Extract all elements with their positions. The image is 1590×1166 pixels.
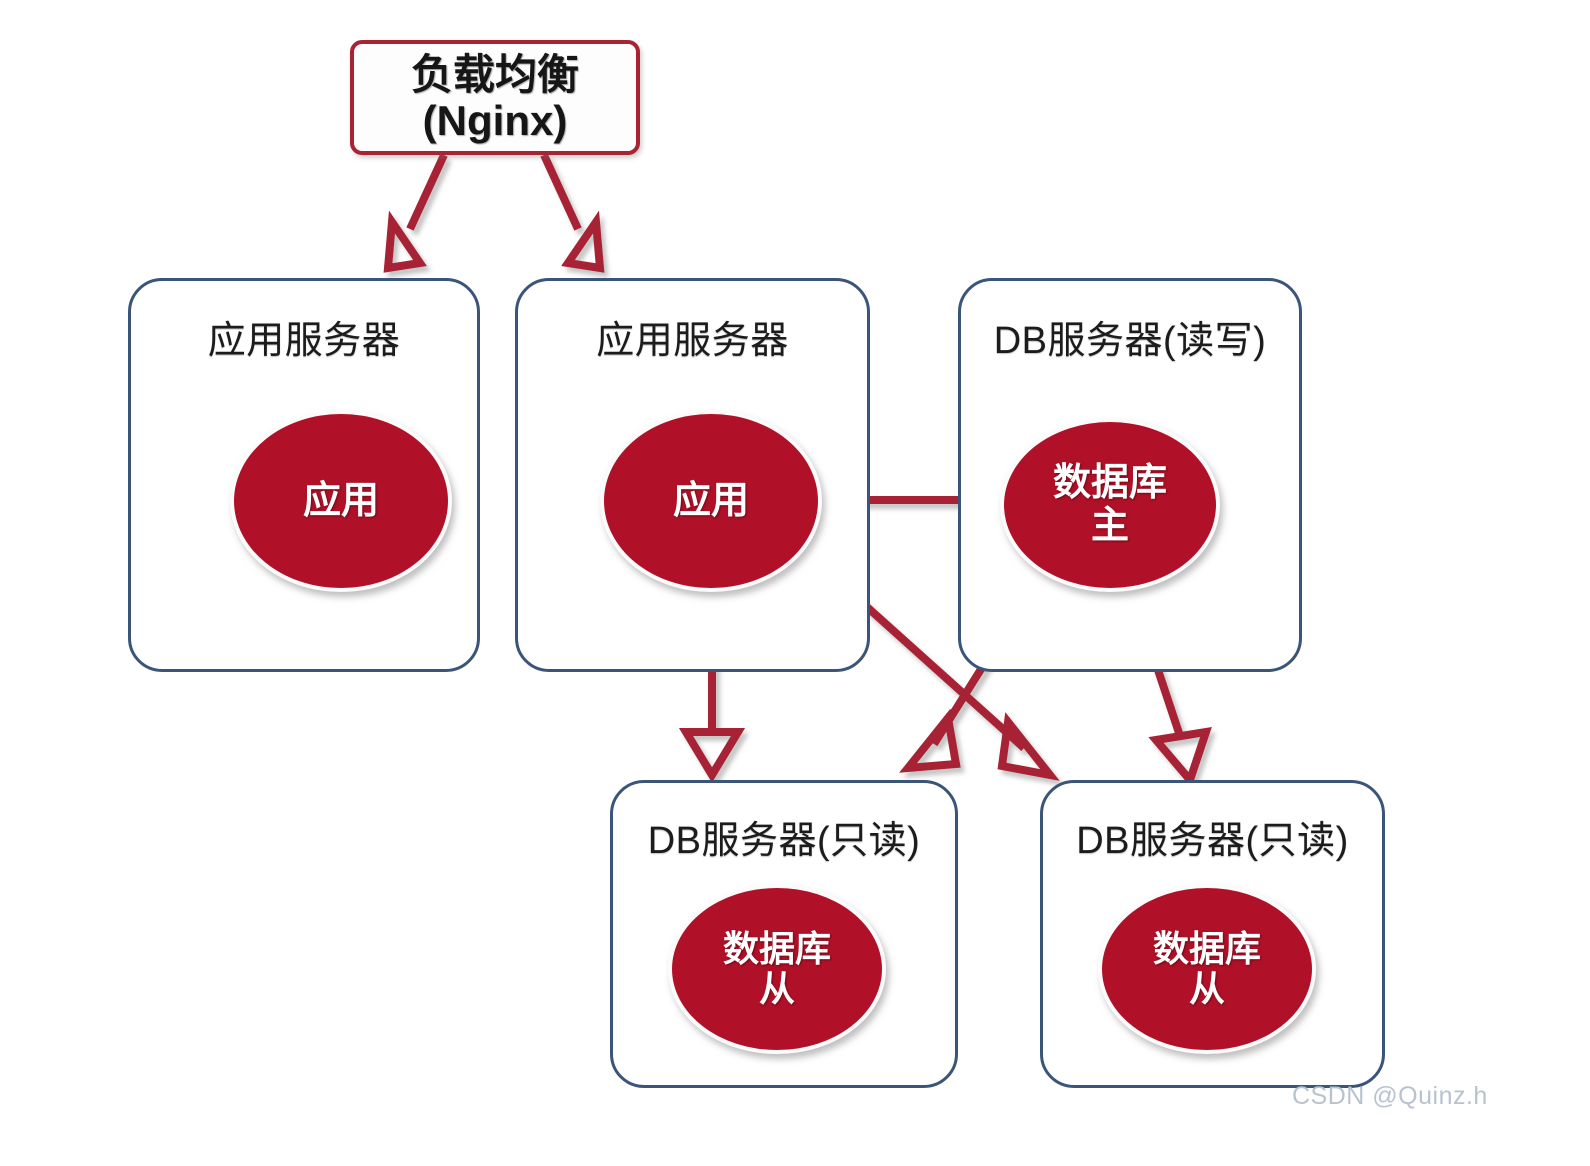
csdn-watermark: CSDN @Quinz.h [1292, 1082, 1488, 1110]
db-server-ro-1-ellipse-label-1: 数据库 [722, 927, 831, 969]
app-server-2-ellipse-label: 应用 [672, 479, 749, 522]
db-server-ro-2-title: DB服务器(只读) [1076, 820, 1349, 862]
db-server-ro-1-ellipse[interactable]: 数据库 从 [668, 884, 886, 1054]
app-server-1-ellipse-label: 应用 [302, 479, 379, 522]
db-server-rw-ellipse-label-2: 主 [1090, 505, 1129, 547]
arrow-lb-to-app2 [540, 153, 605, 273]
db-server-rw-title: DB服务器(读写) [993, 320, 1267, 362]
db-server-ro-1-ellipse-label-2: 从 [758, 968, 795, 1009]
db-server-ro-1-title: DB服务器(只读) [647, 820, 921, 862]
db-server-ro-2-ellipse-label-2: 从 [1188, 968, 1225, 1009]
app-server-2-title: 应用服务器 [596, 320, 789, 362]
db-server-ro-2-ellipse[interactable]: 数据库 从 [1098, 884, 1316, 1054]
db-server-rw-ellipse[interactable]: 数据库 主 [1000, 418, 1220, 592]
app-server-1-ellipse[interactable]: 应用 [230, 410, 452, 592]
app-server-1-title: 应用服务器 [207, 320, 401, 362]
load-balancer-box[interactable]: 负载均衡 (Nginx) [350, 40, 640, 155]
arrow-lb-to-app1 [383, 153, 448, 273]
load-balancer-title: 负载均衡 [410, 51, 579, 99]
db-server-rw-ellipse-label-1: 数据库 [1052, 462, 1167, 505]
app-server-2-ellipse[interactable]: 应用 [600, 410, 822, 592]
db-server-ro-2-ellipse-label-1: 数据库 [1152, 927, 1261, 969]
load-balancer-subtitle: (Nginx) [422, 96, 568, 144]
